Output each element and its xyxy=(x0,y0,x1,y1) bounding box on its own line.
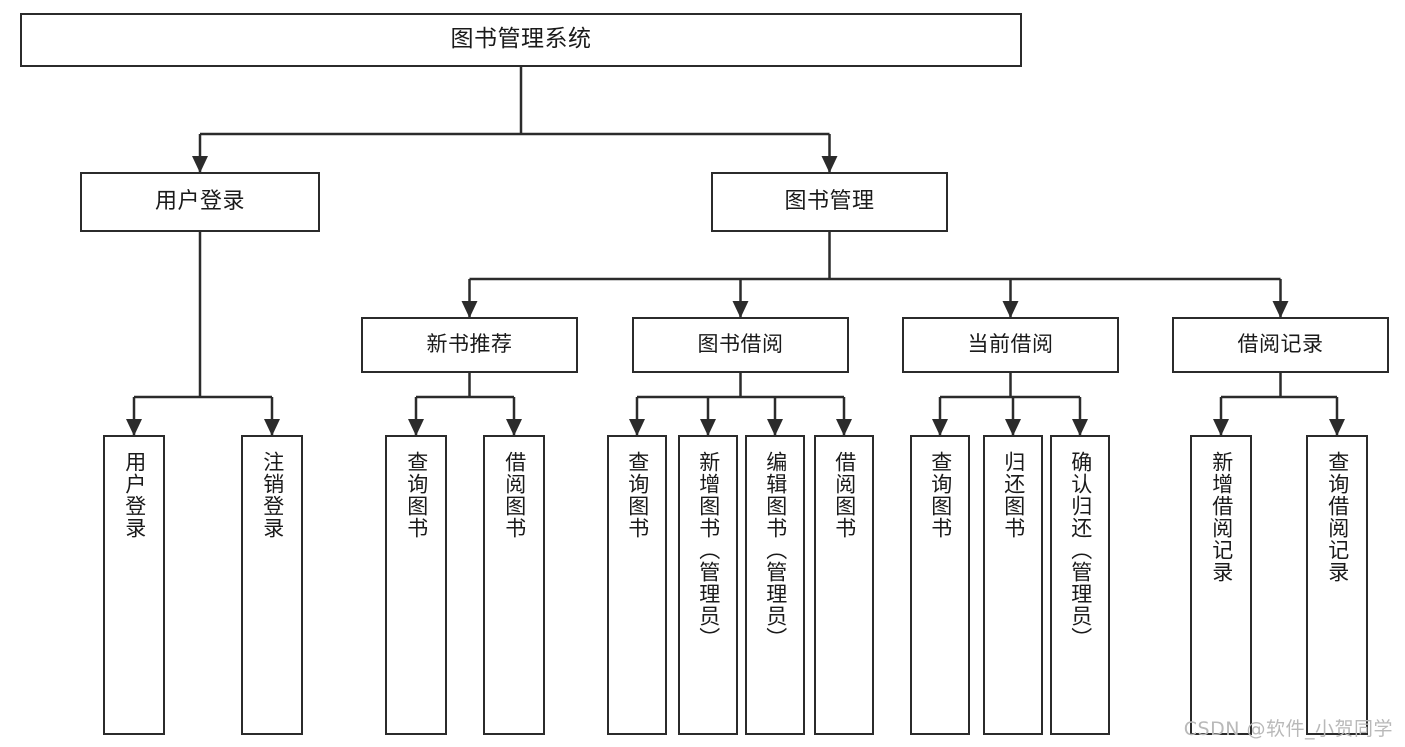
node-label: 借阅图书 xyxy=(502,451,527,539)
watermark: CSDN @软件_小贺同学 xyxy=(1183,718,1393,740)
node-label: 图书管理 xyxy=(784,188,875,214)
node-current-borrow[interactable]: 当前借阅 xyxy=(902,317,1119,373)
node-leaf-return-book[interactable]: 归还图书 xyxy=(983,435,1043,735)
node-label: 新增图书（管理员） xyxy=(696,451,721,649)
node-root[interactable]: 图书管理系统 xyxy=(20,13,1022,67)
node-label: 归还图书 xyxy=(1001,451,1026,539)
node-leaf-confirm-return[interactable]: 确认归还（管理员） xyxy=(1050,435,1110,735)
node-leaf-query-record[interactable]: 查询借阅记录 xyxy=(1306,435,1368,735)
node-book-manage[interactable]: 图书管理 xyxy=(711,172,948,232)
node-label: 用户登录 xyxy=(154,188,245,214)
node-borrow-record[interactable]: 借阅记录 xyxy=(1172,317,1389,373)
node-leaf-borrow-book-2[interactable]: 借阅图书 xyxy=(814,435,874,735)
node-user-login[interactable]: 用户登录 xyxy=(80,172,320,232)
node-label: 用户登录 xyxy=(122,451,147,539)
node-label: 新增借阅记录 xyxy=(1209,451,1234,583)
node-label: 确认归还（管理员） xyxy=(1068,451,1093,649)
node-leaf-user-login[interactable]: 用户登录 xyxy=(103,435,165,735)
node-leaf-query-book-2[interactable]: 查询图书 xyxy=(607,435,667,735)
node-leaf-borrow-book-1[interactable]: 借阅图书 xyxy=(483,435,545,735)
node-label: 当前借阅 xyxy=(967,332,1054,357)
node-leaf-edit-book[interactable]: 编辑图书（管理员） xyxy=(745,435,805,735)
node-leaf-add-record[interactable]: 新增借阅记录 xyxy=(1190,435,1252,735)
node-leaf-user-logout[interactable]: 注销登录 xyxy=(241,435,303,735)
node-new-book-rec[interactable]: 新书推荐 xyxy=(361,317,578,373)
node-book-borrow[interactable]: 图书借阅 xyxy=(632,317,849,373)
node-label: 编辑图书（管理员） xyxy=(763,451,788,649)
node-label: 查询图书 xyxy=(928,451,953,539)
node-leaf-add-book[interactable]: 新增图书（管理员） xyxy=(678,435,738,735)
node-leaf-query-book-3[interactable]: 查询图书 xyxy=(910,435,970,735)
node-label: 新书推荐 xyxy=(426,332,513,357)
node-label: 图书管理系统 xyxy=(450,26,592,53)
node-label: 注销登录 xyxy=(260,451,285,539)
node-label: 查询图书 xyxy=(404,451,429,539)
node-leaf-query-book-1[interactable]: 查询图书 xyxy=(385,435,447,735)
node-label: 图书借阅 xyxy=(697,332,784,357)
node-label: 查询图书 xyxy=(625,451,650,539)
node-label: 借阅图书 xyxy=(832,451,857,539)
node-label: 借阅记录 xyxy=(1237,332,1324,357)
node-label: 查询借阅记录 xyxy=(1325,451,1350,583)
